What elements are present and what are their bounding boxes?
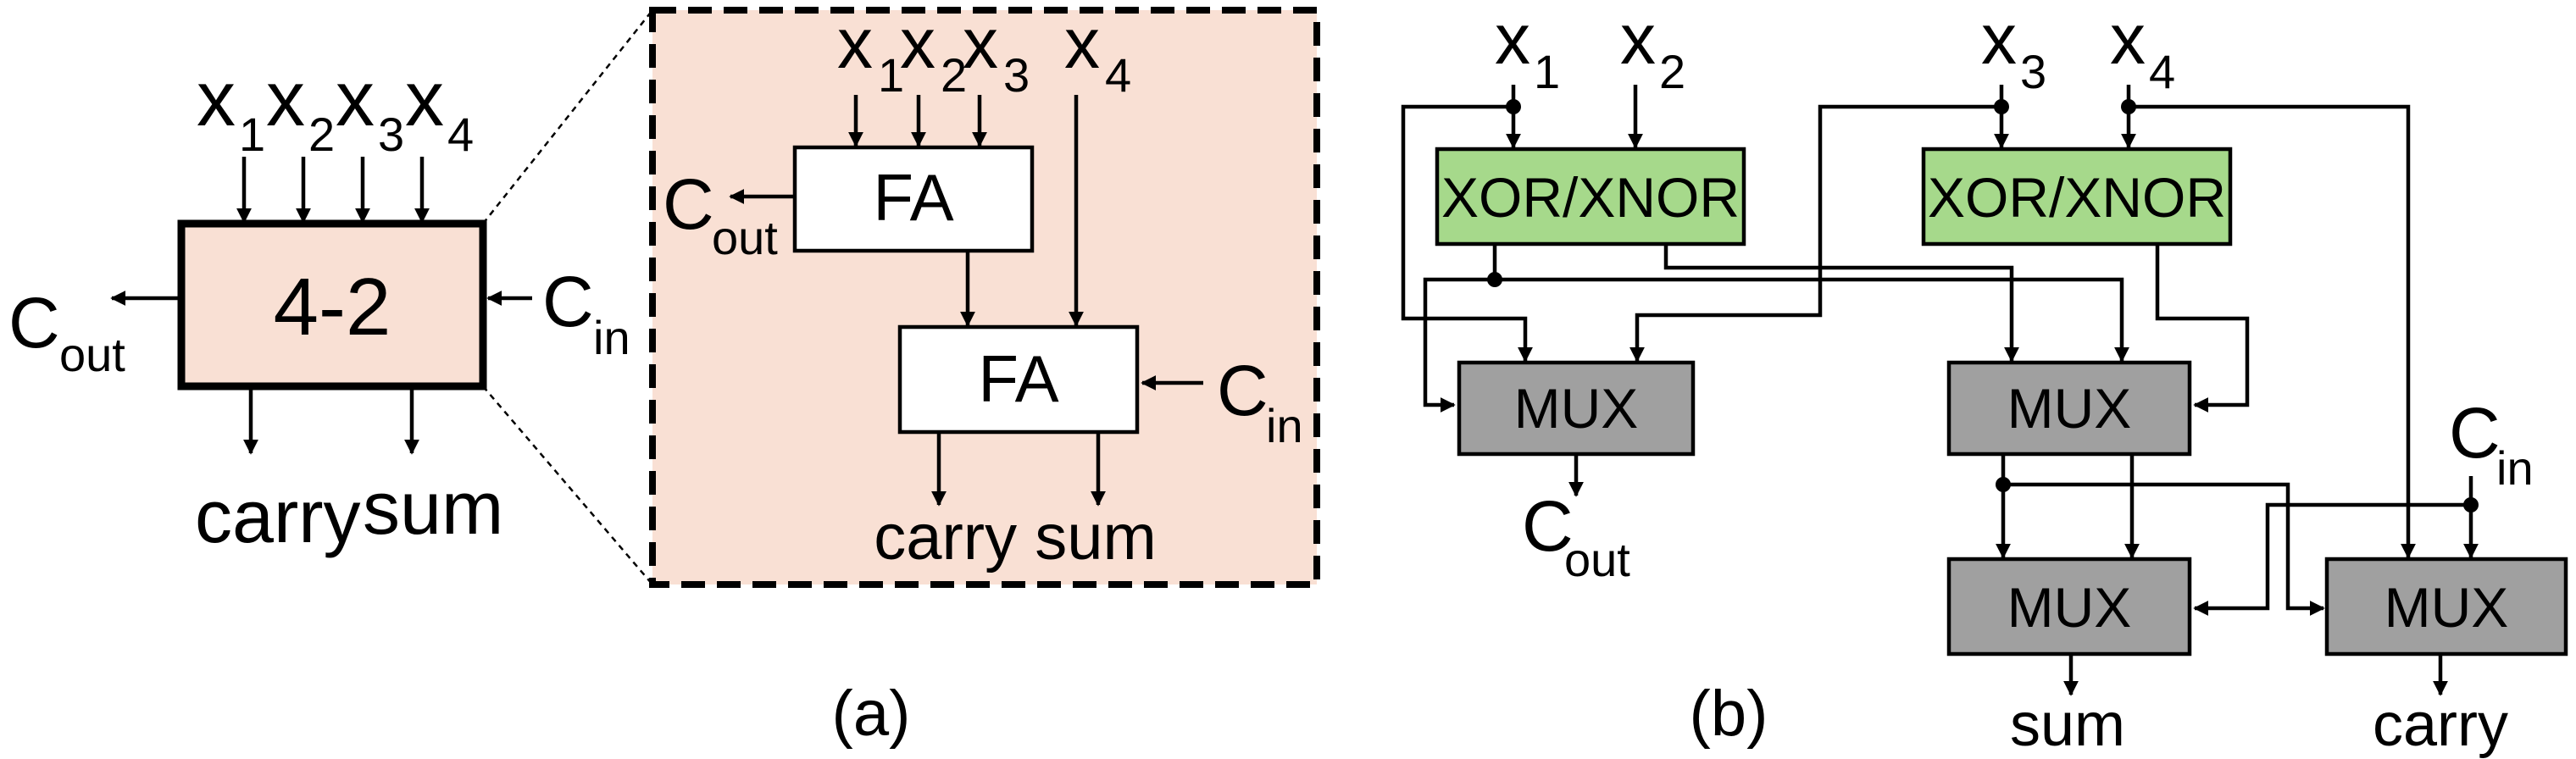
input-x4-label-b: x 4 xyxy=(2110,0,2175,98)
cout-label-b: C out xyxy=(1522,486,1630,586)
svg-text:x: x xyxy=(266,56,305,142)
sum-label: sum xyxy=(363,466,503,550)
svg-text:3: 3 xyxy=(2020,45,2046,98)
zoom-outputs-label: carry sum xyxy=(874,501,1157,573)
svg-text:x: x xyxy=(837,3,873,83)
svg-text:C: C xyxy=(1522,486,1574,566)
input-x1-label-b: x 1 xyxy=(1495,0,1560,98)
xor-xnor-gate-2 xyxy=(1921,147,2233,247)
xor-xnor-gate-1 xyxy=(1435,147,1746,247)
caption-b: (b) xyxy=(1690,678,1768,750)
svg-text:4: 4 xyxy=(1105,48,1131,102)
svg-text:1: 1 xyxy=(239,108,265,161)
svg-text:x: x xyxy=(197,56,236,142)
zoom-input-x4-label: x 4 xyxy=(1064,3,1131,102)
svg-text:x: x xyxy=(963,3,998,83)
svg-text:out: out xyxy=(1564,533,1630,586)
wires-b xyxy=(1401,85,2479,696)
cin-label: C in xyxy=(542,262,630,364)
mux-4 xyxy=(2324,557,2568,657)
mux-4-label: MUX xyxy=(2384,576,2509,639)
carry-label: carry xyxy=(195,474,361,558)
svg-text:4: 4 xyxy=(2149,45,2175,98)
svg-text:2: 2 xyxy=(941,48,967,102)
compressor-4-2-label: 4-2 xyxy=(274,262,391,352)
zoom-input-x3-label: x 3 xyxy=(963,3,1030,102)
svg-text:x: x xyxy=(2110,0,2146,79)
mux-2-label: MUX xyxy=(2007,377,2132,440)
zoom-input-x2-label: x 2 xyxy=(900,3,967,102)
svg-text:x: x xyxy=(1620,0,1656,79)
svg-text:3: 3 xyxy=(1003,48,1030,102)
compressor-4-2-block xyxy=(177,219,487,391)
full-adder-top xyxy=(792,145,1035,253)
full-adder-bottom xyxy=(897,324,1140,435)
svg-text:1: 1 xyxy=(1534,45,1560,98)
zoom-input-x1-label: x 1 xyxy=(837,3,904,102)
mux-3-label: MUX xyxy=(2007,576,2132,639)
svg-text:x: x xyxy=(1495,0,1530,79)
input-x1-label: x 1 xyxy=(197,56,265,161)
panel-b: x 1 x 2 x 3 x 4 xyxy=(1401,0,2568,759)
svg-text:x: x xyxy=(336,56,375,142)
xor-xnor-gate-1-label: XOR/XNOR xyxy=(1441,166,1740,229)
svg-text:C: C xyxy=(1217,351,1269,430)
svg-text:in: in xyxy=(1266,399,1303,452)
svg-text:1: 1 xyxy=(878,48,904,102)
input-x3-label-b: x 3 xyxy=(1981,0,2046,98)
mux-1-label: MUX xyxy=(1514,377,1639,440)
xor-xnor-gate-2-label: XOR/XNOR xyxy=(1928,166,2226,229)
panel-a: x 1 x 2 x 3 x 4 4-2 C out C xyxy=(8,3,1320,750)
mux-2 xyxy=(1946,360,2192,457)
svg-text:in: in xyxy=(2496,441,2534,495)
zoom-cin-label: C in xyxy=(1217,351,1303,452)
svg-text:x: x xyxy=(900,3,935,83)
svg-text:in: in xyxy=(593,311,630,364)
input-x3-label: x 3 xyxy=(336,56,404,161)
zoom-line-top xyxy=(482,9,653,224)
input-x2-label: x 2 xyxy=(266,56,335,161)
mux-1 xyxy=(1457,360,1696,457)
svg-text:3: 3 xyxy=(378,108,404,161)
cin-label-b: C in xyxy=(2449,393,2534,495)
svg-text:C: C xyxy=(8,283,60,363)
svg-text:out: out xyxy=(712,211,778,264)
input-x4-label: x 4 xyxy=(405,56,474,161)
sum-label-b: sum xyxy=(2010,691,2125,759)
svg-text:out: out xyxy=(59,328,125,381)
svg-text:x: x xyxy=(405,56,444,142)
zoom-box xyxy=(649,7,1320,588)
svg-text:C: C xyxy=(2449,393,2501,473)
caption-a: (a) xyxy=(832,678,911,750)
svg-text:C: C xyxy=(542,262,594,341)
full-adder-bottom-label: FA xyxy=(978,341,1058,416)
svg-text:C: C xyxy=(663,164,714,244)
carry-label-b: carry xyxy=(2373,691,2508,759)
svg-text:2: 2 xyxy=(308,108,335,161)
svg-text:x: x xyxy=(1981,0,2017,79)
zoom-line-bottom xyxy=(482,385,653,585)
full-adder-top-label: FA xyxy=(873,160,953,235)
zoom-cout-label: C out xyxy=(663,164,778,264)
svg-text:4: 4 xyxy=(447,108,474,161)
cout-label: C out xyxy=(8,283,125,381)
input-x2-label-b: x 2 xyxy=(1620,0,1685,98)
mux-3 xyxy=(1946,557,2192,657)
svg-text:x: x xyxy=(1064,3,1100,83)
svg-text:2: 2 xyxy=(1659,45,1685,98)
